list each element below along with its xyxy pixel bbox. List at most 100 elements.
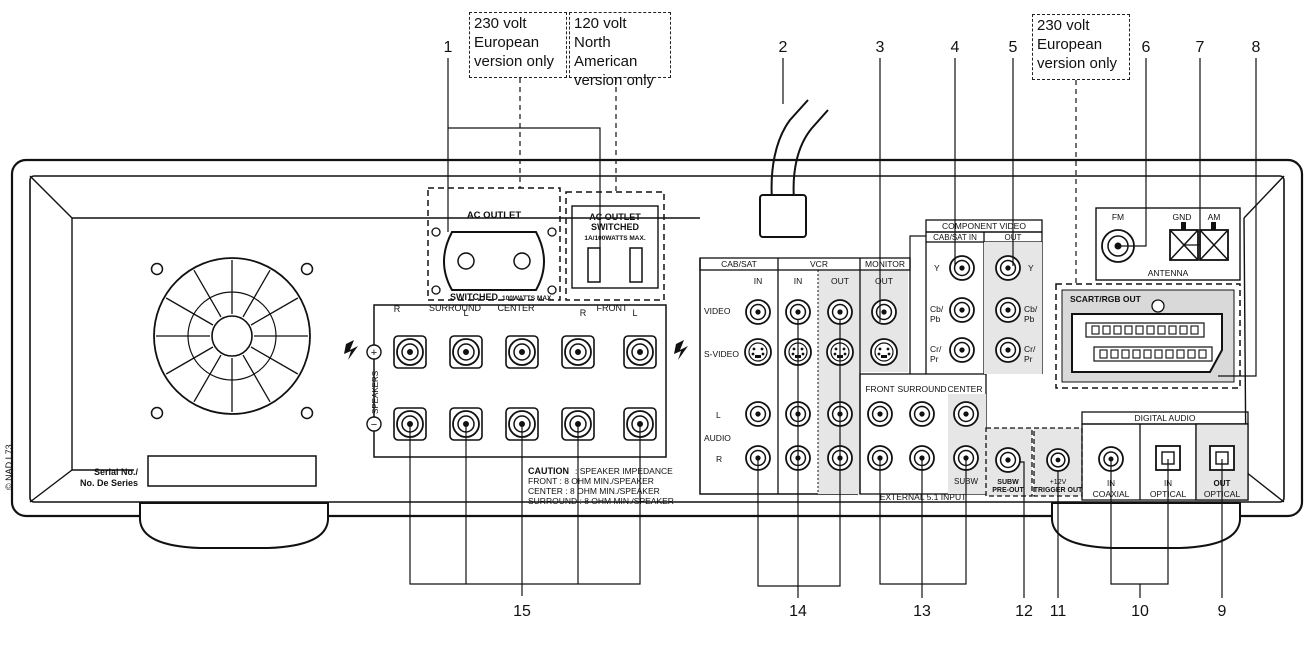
comp-y-left: Y [934,263,940,273]
scart-pin [1157,325,1166,335]
ac-outlet-na: AC OUTLET SWITCHED 1A/100WATTS MAX. [565,191,665,301]
svideo-row-label: S-VIDEO [704,349,739,359]
external-51-block: FRONT SURROUND CENTER SUBW EXTERNAL 5.1 … [859,373,987,502]
ac-pin-right-icon [513,252,531,270]
vcr-header: VCR [810,259,828,269]
speaker-binding-post-icon[interactable] [505,335,539,369]
vcr-video-out-jack-icon [827,299,853,325]
ac-outlet-label: AC OUTLET [467,210,522,221]
speaker-binding-post-icon[interactable] [623,335,657,369]
fan-spoke [193,354,222,403]
ext-surround-label: SURROUND [897,384,946,394]
cabsat-svideo-jack-icon [744,338,772,366]
scart-pin [1198,349,1207,359]
scart-pin [1110,349,1119,359]
comp-cb-right: Cb/ [1024,304,1038,314]
callout-11: 11 [1050,603,1067,620]
right-foot [1051,502,1241,549]
fan-spoke [193,269,222,318]
scart-pin [1102,325,1111,335]
scart-title: SCART/RGB OUT [1070,294,1142,304]
component-out-jack-icon [995,337,1021,363]
speaker-binding-post-icon[interactable] [393,335,427,369]
scart-pin [1190,325,1199,335]
vcr-out-label: OUT [831,276,849,286]
comp-pb-left: Pb [930,314,941,324]
digital-audio-block: DIGITAL AUDIO IN COAXIAL IN OPTICAL OUT … [1081,411,1249,501]
scart-pin [1154,349,1163,359]
callout-12: 12 [1015,603,1033,620]
ac-na-slot-right-icon [629,247,643,283]
copyright-label: © NAD L73 [4,444,14,490]
scart-pin [1179,325,1188,335]
speaker-binding-post-icon[interactable] [561,335,595,369]
fan-spoke [242,269,271,318]
spk-r2-label: R [580,308,587,318]
comp-pr-left: Pr [930,354,939,364]
comp-cb-left: Cb/ [930,304,944,314]
antenna-am-label: AM [1208,212,1221,222]
ext-front-l-jack-icon [867,401,893,427]
serial-label-2: No. De Series [80,478,138,488]
antenna-title: ANTENNA [1148,268,1189,278]
spk-r1-label: R [394,304,401,314]
comp-y-right: Y [1028,263,1034,273]
scart-pin [1091,325,1100,335]
ac-outlet-eu: AC OUTLET SWITCHED 100WATTS MAX. [427,187,561,302]
minus-icon [366,416,382,432]
comp-pr-right: Pr [1024,354,1033,364]
callout-4: 4 [951,39,960,56]
monitor-svideo-jack-icon [870,338,898,366]
callout-1: 1 [444,39,453,56]
spk-front-label: FRONT [597,303,628,313]
fan-spoke [165,297,214,326]
caution-title: CAUTION [528,466,569,476]
scart-pin [1176,349,1185,359]
scart-pin [1165,349,1174,359]
callout-2: 2 [779,39,788,56]
fan-spoke [165,346,214,375]
audio-label: AUDIO [704,433,731,443]
speaker-binding-post-icon[interactable] [449,335,483,369]
comp-cr-right: Cr/ [1024,344,1036,354]
cabsat-video-in-jack-icon [745,299,771,325]
ext-title: EXTERNAL 5.1 INPUT [880,492,967,502]
ext-center-label: CENTER [948,384,983,394]
caution-line-1: : SPEAKER IMPEDANCE [575,466,673,476]
audio-r-label: R [716,454,722,464]
subw-line2: PRE-OUT [992,487,1024,494]
callout-10: 10 [1131,603,1149,620]
callout-7: 7 [1196,39,1205,56]
chassis [10,158,1304,518]
callout-6: 6 [1142,39,1151,56]
comp-pb-right: Pb [1024,314,1035,324]
antenna-gnd-label: GND [1173,212,1192,222]
monitor-out-label: OUT [875,276,893,286]
callout-13: 13 [913,603,931,620]
note-eu-scart: 230 volt European version only [1032,14,1130,80]
ac-rating-label: 100WATTS MAX. [502,295,553,302]
caution-line-4: SURROUND : 8 OHM MIN./SPEAKER [528,496,674,506]
scart-pin [1146,325,1155,335]
fan-grille [150,257,314,420]
callout-8: 8 [1252,39,1261,56]
scart-pin [1113,325,1122,335]
digital-title: DIGITAL AUDIO [1135,413,1196,423]
video-io-block: CAB/SAT VCR MONITOR IN IN OUT OUT VIDEO … [699,257,911,495]
scart-pin [1143,349,1152,359]
callout-14: 14 [789,603,807,620]
lightning-left-icon [344,340,358,360]
monitor-video-out-jack-icon [871,299,897,325]
scart-block: SCART/RGB OUT [1055,283,1241,389]
component-out-jack-icon [995,297,1021,323]
spk-surround-label: SURROUND [429,303,482,313]
spk-center-label: CENTER [497,303,535,313]
spk-l2-label: L [632,308,637,318]
scart-pin [1121,349,1130,359]
ext-center-l-jack-icon [953,401,979,427]
fan-spoke [242,354,271,403]
ac-na-slot-left-icon [587,247,601,283]
note-eu-ac: 230 volt European version only [469,12,567,78]
